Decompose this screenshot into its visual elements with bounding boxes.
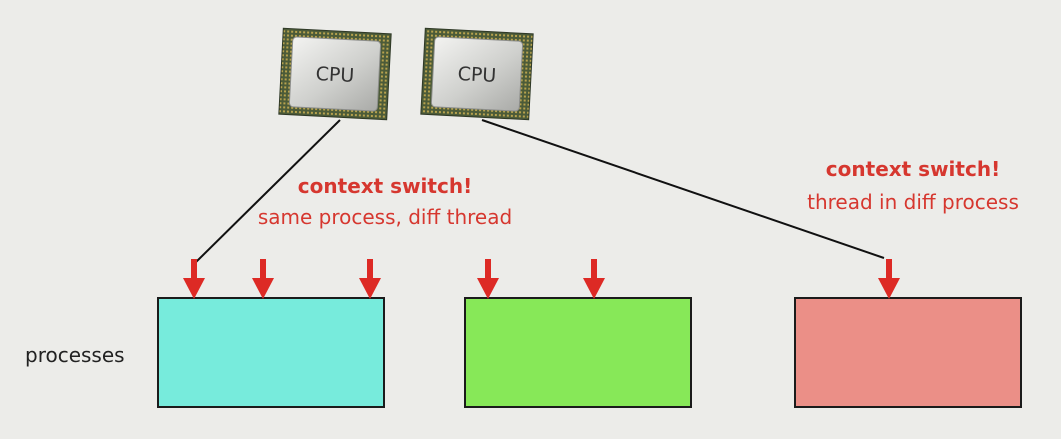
process-box-3 — [794, 297, 1022, 408]
thread-arrow — [359, 259, 381, 299]
thread-arrow — [183, 259, 205, 299]
thread-arrow — [477, 259, 499, 299]
thread-arrow — [878, 259, 900, 299]
process-box-2 — [464, 297, 692, 408]
thread-arrow — [252, 259, 274, 299]
context-switch-subtitle-2: thread in diff process — [807, 190, 1019, 214]
cpu-label: CPU — [315, 63, 355, 87]
context-switch-title-1: context switch! — [298, 174, 472, 198]
context-switch-subtitle-1: same process, diff thread — [258, 205, 512, 229]
cpu-chip-2: CPU — [420, 27, 534, 121]
context-switch-title-2: context switch! — [826, 157, 1000, 181]
cpu1-to-thread-line — [194, 119, 341, 264]
processes-label: processes — [25, 343, 125, 367]
cpu-chip-1: CPU — [278, 27, 392, 121]
cpu-label: CPU — [457, 63, 497, 87]
thread-arrow — [583, 259, 605, 299]
cpu2-to-thread-line — [481, 119, 885, 259]
process-box-1 — [157, 297, 385, 408]
